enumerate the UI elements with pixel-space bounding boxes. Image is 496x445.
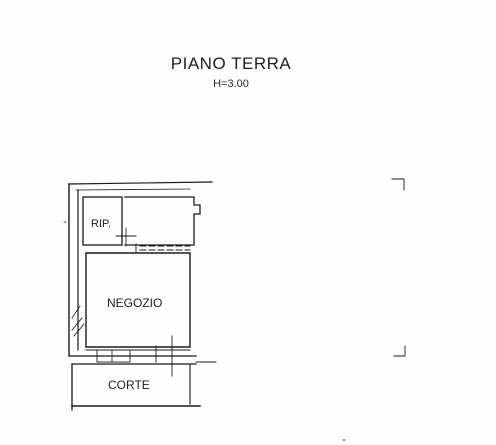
plan-height-label: H=3.00	[213, 78, 249, 90]
room-negozio-outline	[85, 252, 191, 348]
ref-mark-bottom	[393, 345, 406, 357]
left-opening-c	[73, 323, 85, 337]
room-label-negozio: NEGOZIO	[107, 296, 163, 310]
wall-top-outer	[68, 181, 213, 185]
window-bottom	[96, 349, 131, 363]
wall-top-inner	[75, 188, 191, 191]
plan-title: PIANO TERRA	[170, 54, 292, 73]
room-rip-outline	[82, 196, 123, 246]
room-label-rip: RIP.	[91, 218, 111, 230]
left-opening-b	[71, 317, 83, 331]
room-label-corte: CORTE	[108, 378, 150, 392]
room-right-outline	[124, 196, 201, 246]
left-opening-a	[71, 305, 81, 319]
ref-mark-top	[391, 178, 405, 191]
